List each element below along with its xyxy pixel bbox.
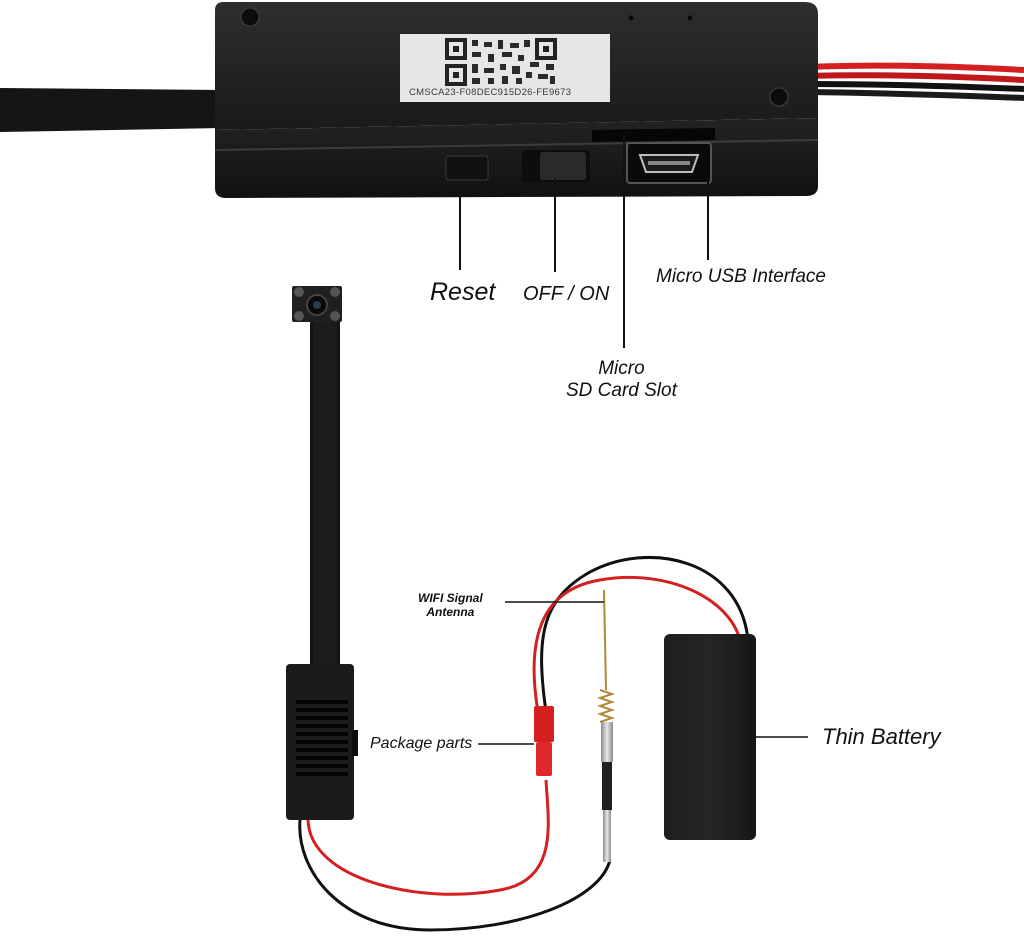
off-on-label: OFF / ON	[523, 283, 610, 305]
micro-usb-label: Micro USB Interface	[656, 266, 826, 287]
micro-sd-label-line2: SD Card Slot	[566, 380, 677, 401]
wifi-antenna	[596, 589, 616, 862]
micro-sd-label: Micro SD Card Slot	[566, 358, 677, 402]
main-module	[214, 2, 819, 198]
qr-serial-text: CMSCA23-F08DEC915D26-FE9673	[409, 87, 572, 98]
wifi-antenna-label: WIFI Signal Antenna	[418, 591, 483, 619]
wifi-label-line1: WIFI Signal	[418, 591, 483, 605]
reset-label: Reset	[430, 278, 496, 306]
package-parts-label: Package parts	[370, 735, 473, 752]
pointer-lines-top	[459, 134, 709, 348]
qr-code-icon	[445, 38, 557, 86]
micro-sd-label-line1: Micro	[598, 358, 645, 379]
wires	[298, 555, 750, 932]
thin-battery-label: Thin Battery	[822, 724, 941, 749]
small-module	[286, 664, 358, 820]
thin-battery	[664, 634, 756, 840]
ribbon-cable-top	[0, 88, 222, 132]
red-connector	[534, 706, 554, 776]
wifi-label-line2: Antenna	[426, 605, 475, 619]
pointer-lines-bottom	[478, 601, 808, 745]
micro-usb-port-icon	[626, 142, 712, 184]
camera-module	[292, 286, 342, 674]
top-module-wires	[807, 62, 1024, 101]
